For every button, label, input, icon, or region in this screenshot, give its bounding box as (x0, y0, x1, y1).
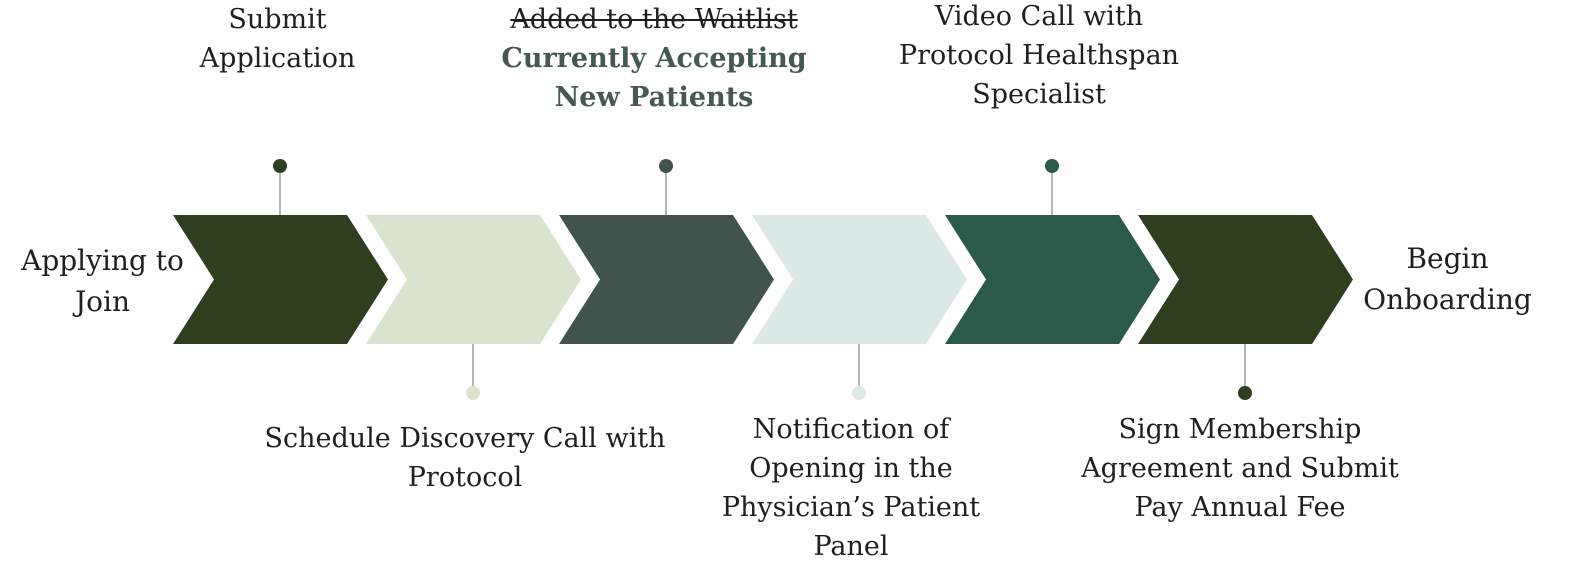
marker-dot-2 (466, 386, 480, 400)
step-4-label: Notification of Opening in the Physician… (700, 410, 1002, 566)
step-3-struck-text: Added to the Waitlist (510, 4, 798, 35)
step-2-line: Protocol (407, 462, 523, 493)
step-6-line: Pay Annual Fee (1134, 492, 1346, 523)
marker-dot-4 (852, 386, 866, 400)
step-4-line: Opening in the (749, 453, 953, 484)
end-label-line: Begin (1406, 242, 1489, 275)
chevron-step-6 (1138, 215, 1353, 344)
step-1-line: Application (199, 43, 356, 74)
step-1-label: Submit Application (130, 0, 425, 78)
marker-dot-3 (659, 159, 673, 173)
step-5-line: Video Call with (934, 1, 1144, 32)
step-6-line: Sign Membership (1118, 414, 1362, 445)
end-label-line: Onboarding (1363, 283, 1532, 316)
chevron-step-5 (945, 215, 1160, 344)
marker-dot-6 (1238, 386, 1252, 400)
chevron-step-1 (173, 215, 388, 344)
marker-dot-1 (273, 159, 287, 173)
marker-dot-5 (1045, 159, 1059, 173)
chevron-step-2 (366, 215, 581, 344)
step-1-line: Submit (228, 4, 327, 35)
step-3-line: Currently Accepting (501, 43, 807, 74)
chevron-step-4 (752, 215, 967, 344)
step-3-label: Added to the Waitlist Currently Acceptin… (494, 0, 814, 117)
start-label: Applying to Join (10, 240, 195, 322)
step-3-line: New Patients (554, 82, 754, 113)
step-4-line: Physician’s Patient (721, 492, 981, 523)
start-label-line: Applying to (21, 244, 184, 277)
step-4-line: Notification of (752, 414, 950, 445)
step-6-label: Sign Membership Agreement and Submit Pay… (1070, 410, 1410, 527)
step-5-label: Video Call with Protocol Healthspan Spec… (880, 0, 1198, 114)
step-2-line: Schedule Discovery Call with (264, 423, 666, 454)
step-6-line: Agreement and Submit (1081, 453, 1399, 484)
chevron-step-3 (559, 215, 774, 344)
step-5-line: Protocol Healthspan (898, 40, 1180, 71)
step-2-label: Schedule Discovery Call with Protocol (255, 419, 675, 497)
step-4-line: Panel (813, 531, 889, 562)
end-label: Begin Onboarding (1355, 238, 1540, 320)
start-label-line: Join (74, 285, 131, 318)
step-5-line: Specialist (972, 79, 1106, 110)
